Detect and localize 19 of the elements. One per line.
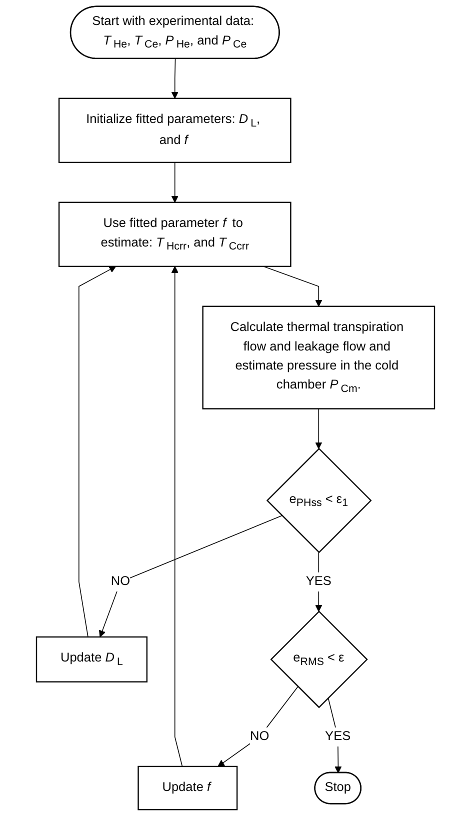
node-box: Initialize fitted parameters: D$_{L}$, and f: [58, 98, 292, 164]
arrow: [78, 266, 116, 638]
arrow: [98, 515, 282, 638]
node-box: Calculate thermal transpiration flow and leakage flow and estimate pressure in the cold chamber P$_{Cm}$.: [202, 306, 436, 410]
edge-label: YES: [325, 730, 351, 744]
arrow: [315, 408, 322, 450]
edge-label: NO: [250, 730, 270, 744]
arrow: [263, 266, 322, 307]
node-diamond: e$_{PHss}$ < ε$_{1}$: [266, 448, 372, 554]
node-diamond: e$_{RMS}$ < ε: [270, 610, 368, 708]
edge-label: NO: [110, 574, 130, 588]
node-box: Update f: [138, 766, 238, 810]
arrow: [171, 58, 178, 99]
node-box: Use fitted parameter f to estimate: T$_{Hcrr}$, and T$_{Ccrr}$: [58, 202, 292, 268]
arrow: [171, 162, 178, 203]
arrow: [218, 686, 298, 767]
node-box: Update D$_{L}$: [36, 636, 148, 682]
edge-label: YES: [306, 574, 332, 588]
arrow: [171, 266, 183, 767]
